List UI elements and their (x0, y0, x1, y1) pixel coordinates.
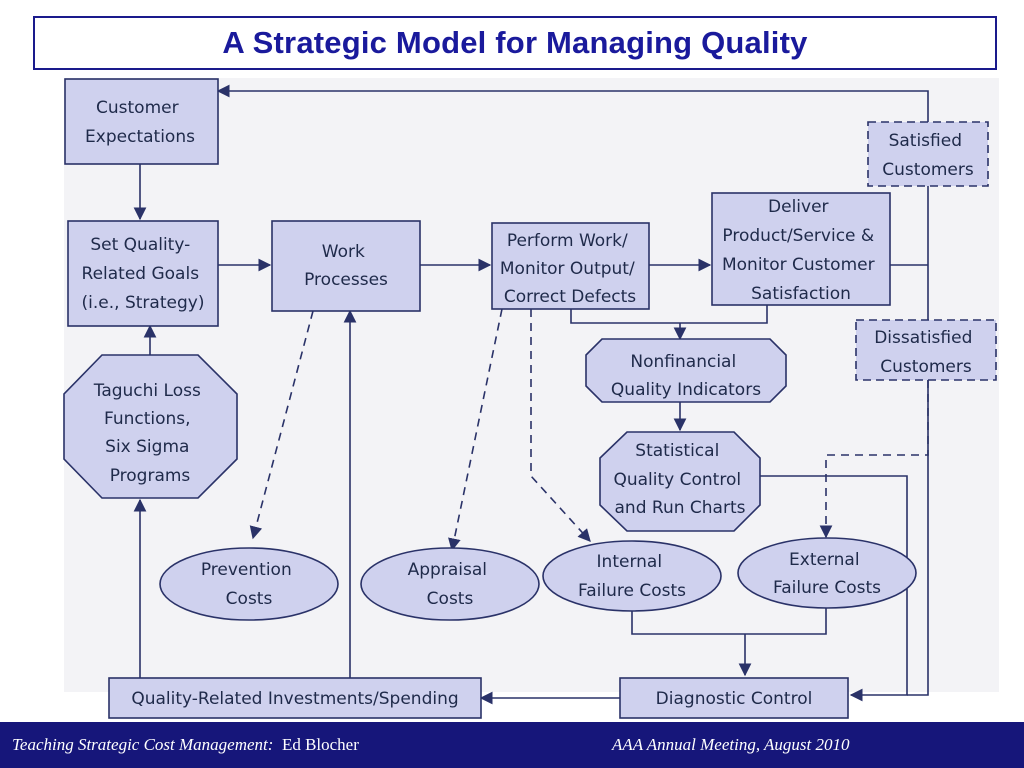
node-perform-work (491, 222, 650, 310)
page-title: A Strategic Model for Managing Quality (222, 25, 808, 60)
label-external-failure: External Failure Costs (773, 550, 881, 598)
node-statistical (599, 431, 761, 532)
node-customer-expectations (64, 78, 219, 165)
connector-satisfied-to-expectations (216, 84, 929, 122)
node-set-goals (67, 220, 219, 327)
label-set-goals: Set Quality- Related Goals (i.e., Strate… (82, 235, 205, 313)
connector-dissatisfied-to-diagnostic (907, 380, 929, 696)
label-customer-expectations: Customer Expectations (85, 98, 195, 147)
node-diagnostic (619, 677, 849, 719)
node-deliver (711, 192, 891, 306)
label-work-processes: Work Processes (304, 242, 388, 290)
label-prevention-costs: Prevention Costs (201, 560, 297, 609)
label-deliver: Deliver Product/Service & Monitor Custom… (722, 197, 880, 304)
node-internal-failure (542, 540, 722, 612)
footer-bar: Teaching Strategic Cost Management: Ed B… (0, 722, 1024, 768)
footer-meeting: AAA Annual Meeting, August 2010 (612, 735, 850, 754)
title-box: A Strategic Model for Managing Quality (33, 16, 997, 70)
connector-to-nonfinancial (570, 305, 768, 324)
connector-lines (133, 84, 929, 705)
node-nonfinancial (585, 338, 787, 403)
footer-left: Teaching Strategic Cost Management: Ed B… (12, 735, 359, 755)
node-labels: Customer Expectations Satisfied Customer… (82, 98, 978, 709)
label-nonfinancial: Nonfinancial Quality Indicators (611, 352, 761, 400)
dashed-work-to-prevention (249, 310, 314, 540)
label-diagnostic: Diagnostic Control (656, 689, 813, 709)
node-appraisal-costs (360, 547, 540, 621)
footer-course-title: Teaching Strategic Cost Management: (12, 735, 274, 754)
node-work-processes (271, 220, 421, 312)
label-perform-work: Perform Work/ Monitor Output/ Correct De… (500, 231, 640, 307)
label-satisfied-customers: Satisfied Customers (882, 131, 974, 180)
node-satisfied-customers (867, 121, 989, 187)
node-taguchi (63, 354, 238, 499)
quality-model-diagram: Customer Expectations Satisfied Customer… (63, 78, 997, 719)
dashed-perform-to-internal (530, 309, 591, 542)
node-prevention-costs (159, 547, 339, 621)
node-external-failure (737, 537, 917, 609)
node-investments (108, 677, 482, 719)
label-dissatisfied-customers: Dissatisfied Customers (874, 328, 978, 377)
node-dissatisfied-customers (855, 319, 997, 381)
label-internal-failure: Internal Failure Costs (578, 552, 686, 601)
label-statistical: Statistical Quality Control and Run Char… (613, 441, 746, 518)
dashed-perform-to-appraisal (448, 308, 503, 552)
label-investments: Quality-Related Investments/Spending (131, 689, 458, 709)
dashed-dissatisfied-to-external (819, 380, 929, 539)
connector-failure-costs-merge (631, 605, 827, 635)
footer-author: Ed Blocher (281, 735, 359, 754)
label-taguchi: Taguchi Loss Functions, Six Sigma Progra… (93, 381, 207, 486)
label-appraisal-costs: Appraisal Costs (408, 560, 493, 609)
cost-arrows (249, 308, 929, 552)
